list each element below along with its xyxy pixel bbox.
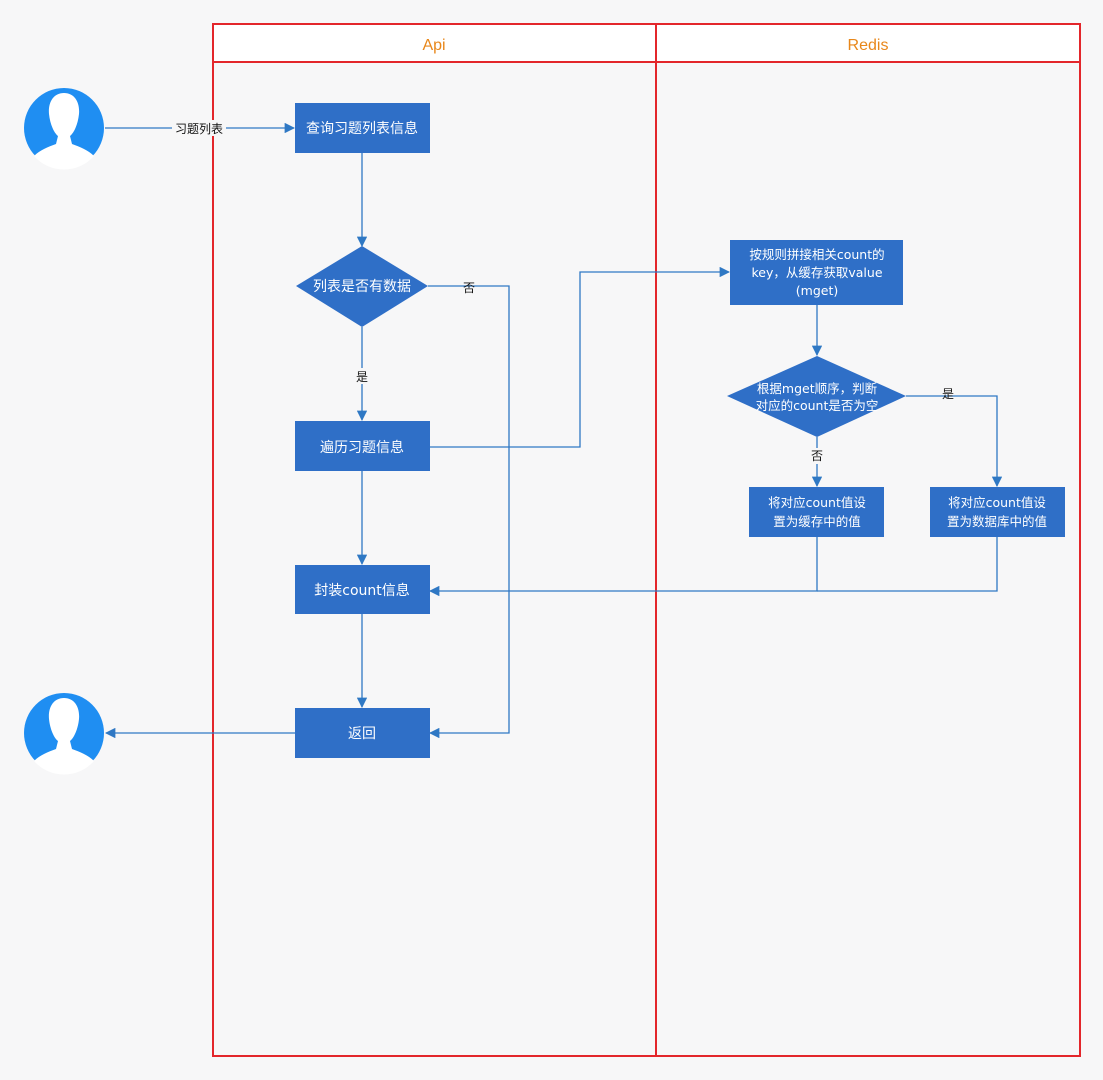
swimlane-api: Api <box>212 23 657 1057</box>
node-has-data-decision: 列表是否有数据 <box>296 246 428 327</box>
edge-label-no-data: 否 <box>463 281 475 295</box>
node-traverse: 遍历习题信息 <box>295 421 430 471</box>
edge-label-is-empty-yes: 是 <box>942 387 954 401</box>
node-check-empty-decision: 根据mget顺序，判断 对应的count是否为空 <box>727 356 906 437</box>
node-set-cache-line1: 将对应count值设 <box>768 495 866 510</box>
node-return-label: 返回 <box>348 726 376 742</box>
edge-decision-no <box>428 285 510 739</box>
node-check-empty-line2: 对应的count是否为空 <box>756 398 879 413</box>
node-wrap-count: 封装count信息 <box>295 565 430 614</box>
node-query-list-label: 查询习题列表信息 <box>306 120 418 137</box>
edge-traverse-to-redis <box>430 266 731 448</box>
node-return: 返回 <box>295 708 430 758</box>
edge-label-yes-data: 是 <box>356 370 368 384</box>
node-build-keys: 按规则拼接相关count的 key，从缓存获取value (mget) <box>730 240 903 305</box>
edge-label-request: 习题列表 <box>175 122 223 136</box>
node-set-db-line2: 置为数据库中的值 <box>947 514 1047 529</box>
user-avatar-icon <box>24 693 104 775</box>
node-build-keys-line2: key，从缓存获取value <box>751 265 882 280</box>
lane-title-api: Api <box>422 37 445 54</box>
lane-title-redis: Redis <box>848 37 889 54</box>
node-set-db-line1: 将对应count值设 <box>948 495 1046 510</box>
node-set-db: 将对应count值设 置为数据库中的值 <box>930 487 1065 537</box>
node-build-keys-line3: (mget) <box>796 283 838 298</box>
edges <box>104 122 1003 739</box>
edge-check-yes <box>906 395 1003 488</box>
node-build-keys-line1: 按规则拼接相关count的 <box>749 247 884 262</box>
edge-db-to-wrap <box>817 537 998 592</box>
swimlane-redis: Redis <box>655 23 1081 1057</box>
node-set-cache: 将对应count值设 置为缓存中的值 <box>749 487 884 537</box>
node-set-cache-line2: 置为缓存中的值 <box>773 514 861 529</box>
node-traverse-label: 遍历习题信息 <box>320 439 404 456</box>
edge-labels: 习题列表 否 是 是 否 <box>172 120 954 464</box>
user-avatar-icon <box>24 88 104 170</box>
node-query-list: 查询习题列表信息 <box>295 103 430 153</box>
edge-cache-to-wrap <box>428 537 818 597</box>
node-check-empty-line1: 根据mget顺序，判断 <box>757 381 877 396</box>
node-wrap-count-label: 封装count信息 <box>314 582 410 599</box>
edge-label-is-empty-no: 否 <box>811 449 823 463</box>
node-has-data-label: 列表是否有数据 <box>313 279 411 295</box>
